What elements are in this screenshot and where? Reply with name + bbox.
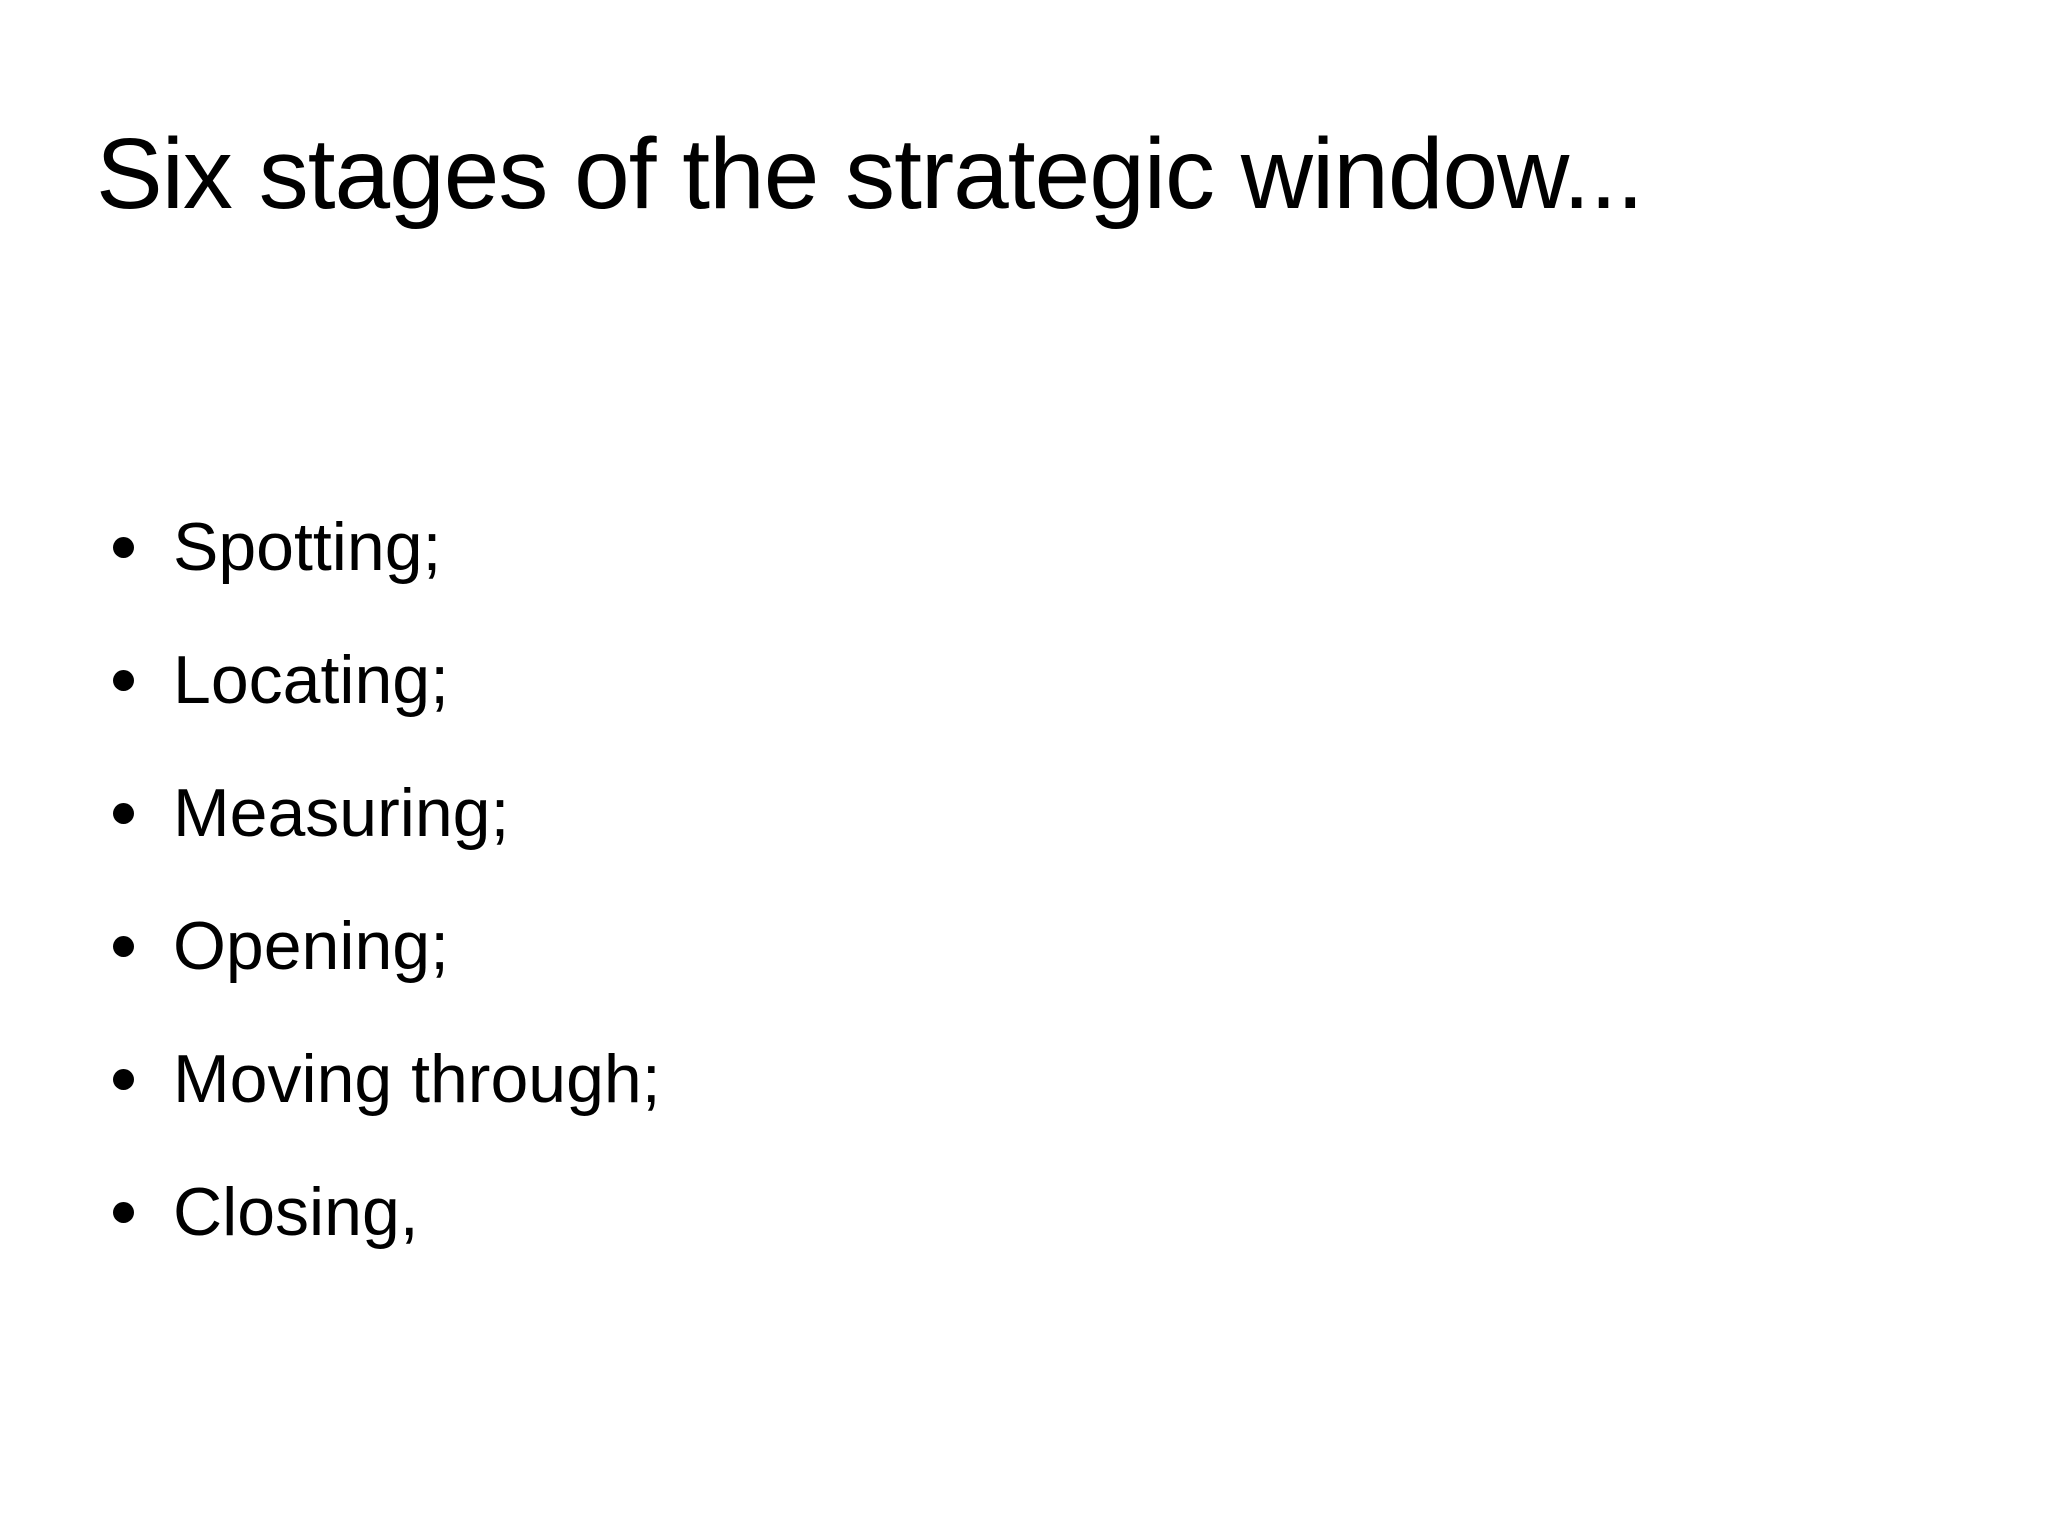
bullet-text: Opening;	[173, 908, 449, 984]
bullet-text: Locating;	[173, 642, 449, 718]
bullet-item: Opening;	[113, 880, 2048, 1013]
bullet-dot-icon	[113, 1069, 134, 1090]
bullet-list: Spotting; Locating; Measuring; Opening; …	[113, 481, 2048, 1279]
bullet-item: Moving through;	[113, 1013, 2048, 1146]
bullet-dot-icon	[113, 936, 134, 957]
bullet-item: Closing,	[113, 1146, 2048, 1279]
bullet-text: Measuring;	[173, 775, 510, 851]
slide-title: Six stages of the strategic window...	[96, 118, 1644, 230]
bullet-item: Spotting;	[113, 481, 2048, 614]
bullet-dot-icon	[113, 537, 134, 558]
bullet-text: Moving through;	[173, 1041, 661, 1117]
bullet-text: Spotting;	[173, 509, 442, 585]
bullet-item: Locating;	[113, 614, 2048, 747]
bullet-dot-icon	[113, 803, 134, 824]
bullet-text: Closing,	[173, 1174, 419, 1250]
bullet-dot-icon	[113, 670, 134, 691]
bullet-item: Measuring;	[113, 747, 2048, 880]
bullet-dot-icon	[113, 1202, 134, 1223]
